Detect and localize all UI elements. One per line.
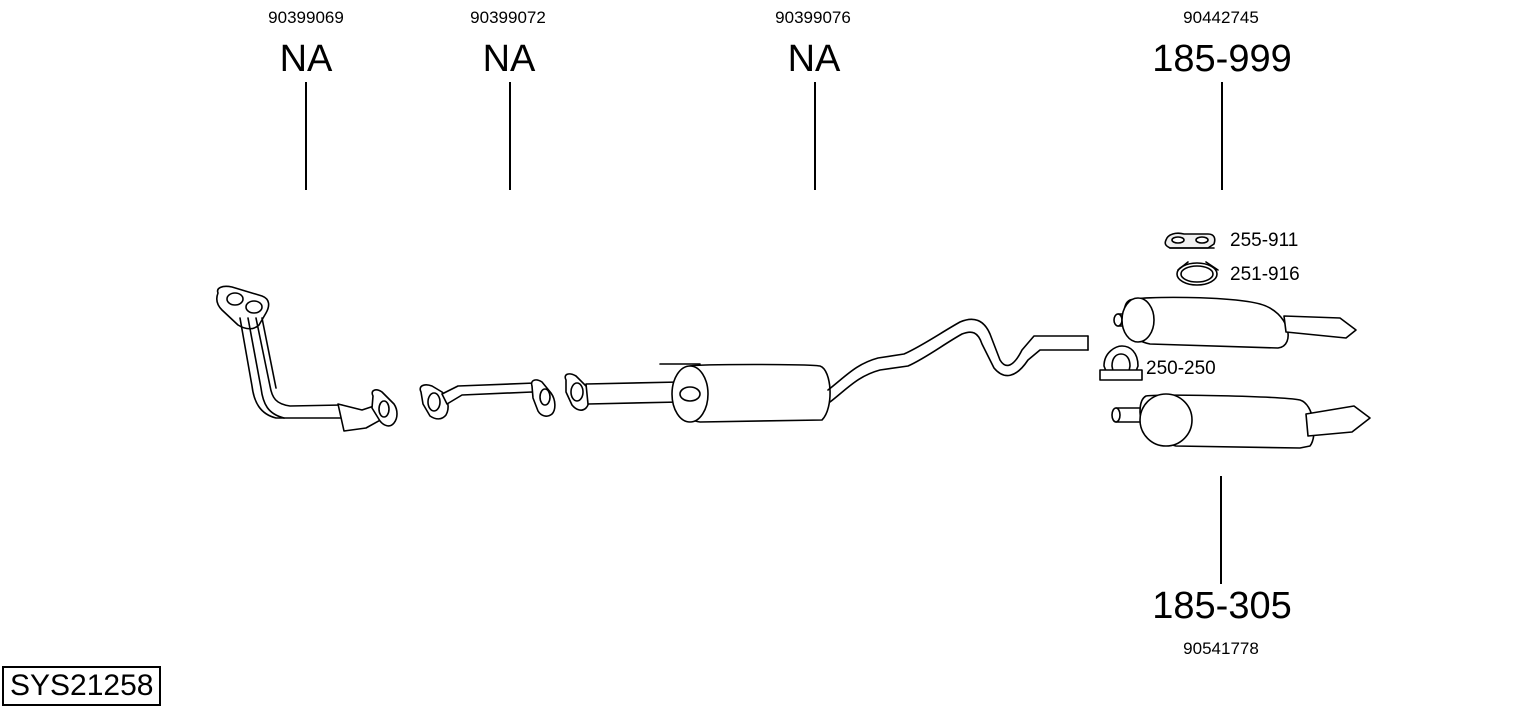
oe-number-middle-silencer: 90399076: [775, 8, 851, 27]
oe-number-front-pipe: 90399069: [268, 8, 344, 27]
leader-line-front-pipe: [305, 82, 307, 190]
leader-line-middle-pipe: [509, 82, 511, 190]
part-number-rubber-mount[interactable]: 255-911: [1230, 230, 1299, 251]
leader-line-rear-silencer-lower: [1220, 476, 1222, 584]
part-number-rear-silencer-lower[interactable]: 185-305: [1152, 585, 1292, 627]
oe-number-rear-silencer-upper: 90442745: [1183, 8, 1259, 27]
part-number-middle-pipe[interactable]: NA: [482, 38, 536, 80]
rear-silencer-lower-drawing[interactable]: [1111, 393, 1371, 449]
part-number-front-pipe[interactable]: NA: [279, 38, 333, 80]
clamp-drawing[interactable]: [1176, 261, 1219, 286]
middle-silencer-drawing[interactable]: [564, 318, 1089, 423]
rubber-mount-drawing[interactable]: [1164, 232, 1216, 249]
oe-number-middle-pipe: 90399072: [470, 8, 546, 27]
part-number-clamp[interactable]: 251-916: [1230, 264, 1300, 285]
part-number-middle-silencer[interactable]: NA: [787, 38, 841, 80]
rear-silencer-upper-drawing[interactable]: [1113, 296, 1357, 349]
diagram-number-box: SYS21258: [2, 666, 162, 706]
front-pipe-drawing[interactable]: [216, 285, 398, 432]
part-number-u-clamp[interactable]: 250-250: [1146, 358, 1216, 379]
leader-line-rear-silencer-upper: [1221, 82, 1223, 190]
middle-pipe-drawing[interactable]: [419, 379, 556, 420]
part-number-rear-silencer-upper[interactable]: 185-999: [1152, 38, 1292, 80]
oe-number-rear-silencer-lower: 90541778: [1183, 639, 1259, 658]
u-clamp-drawing[interactable]: [1099, 345, 1143, 381]
leader-line-middle-silencer: [814, 82, 816, 190]
